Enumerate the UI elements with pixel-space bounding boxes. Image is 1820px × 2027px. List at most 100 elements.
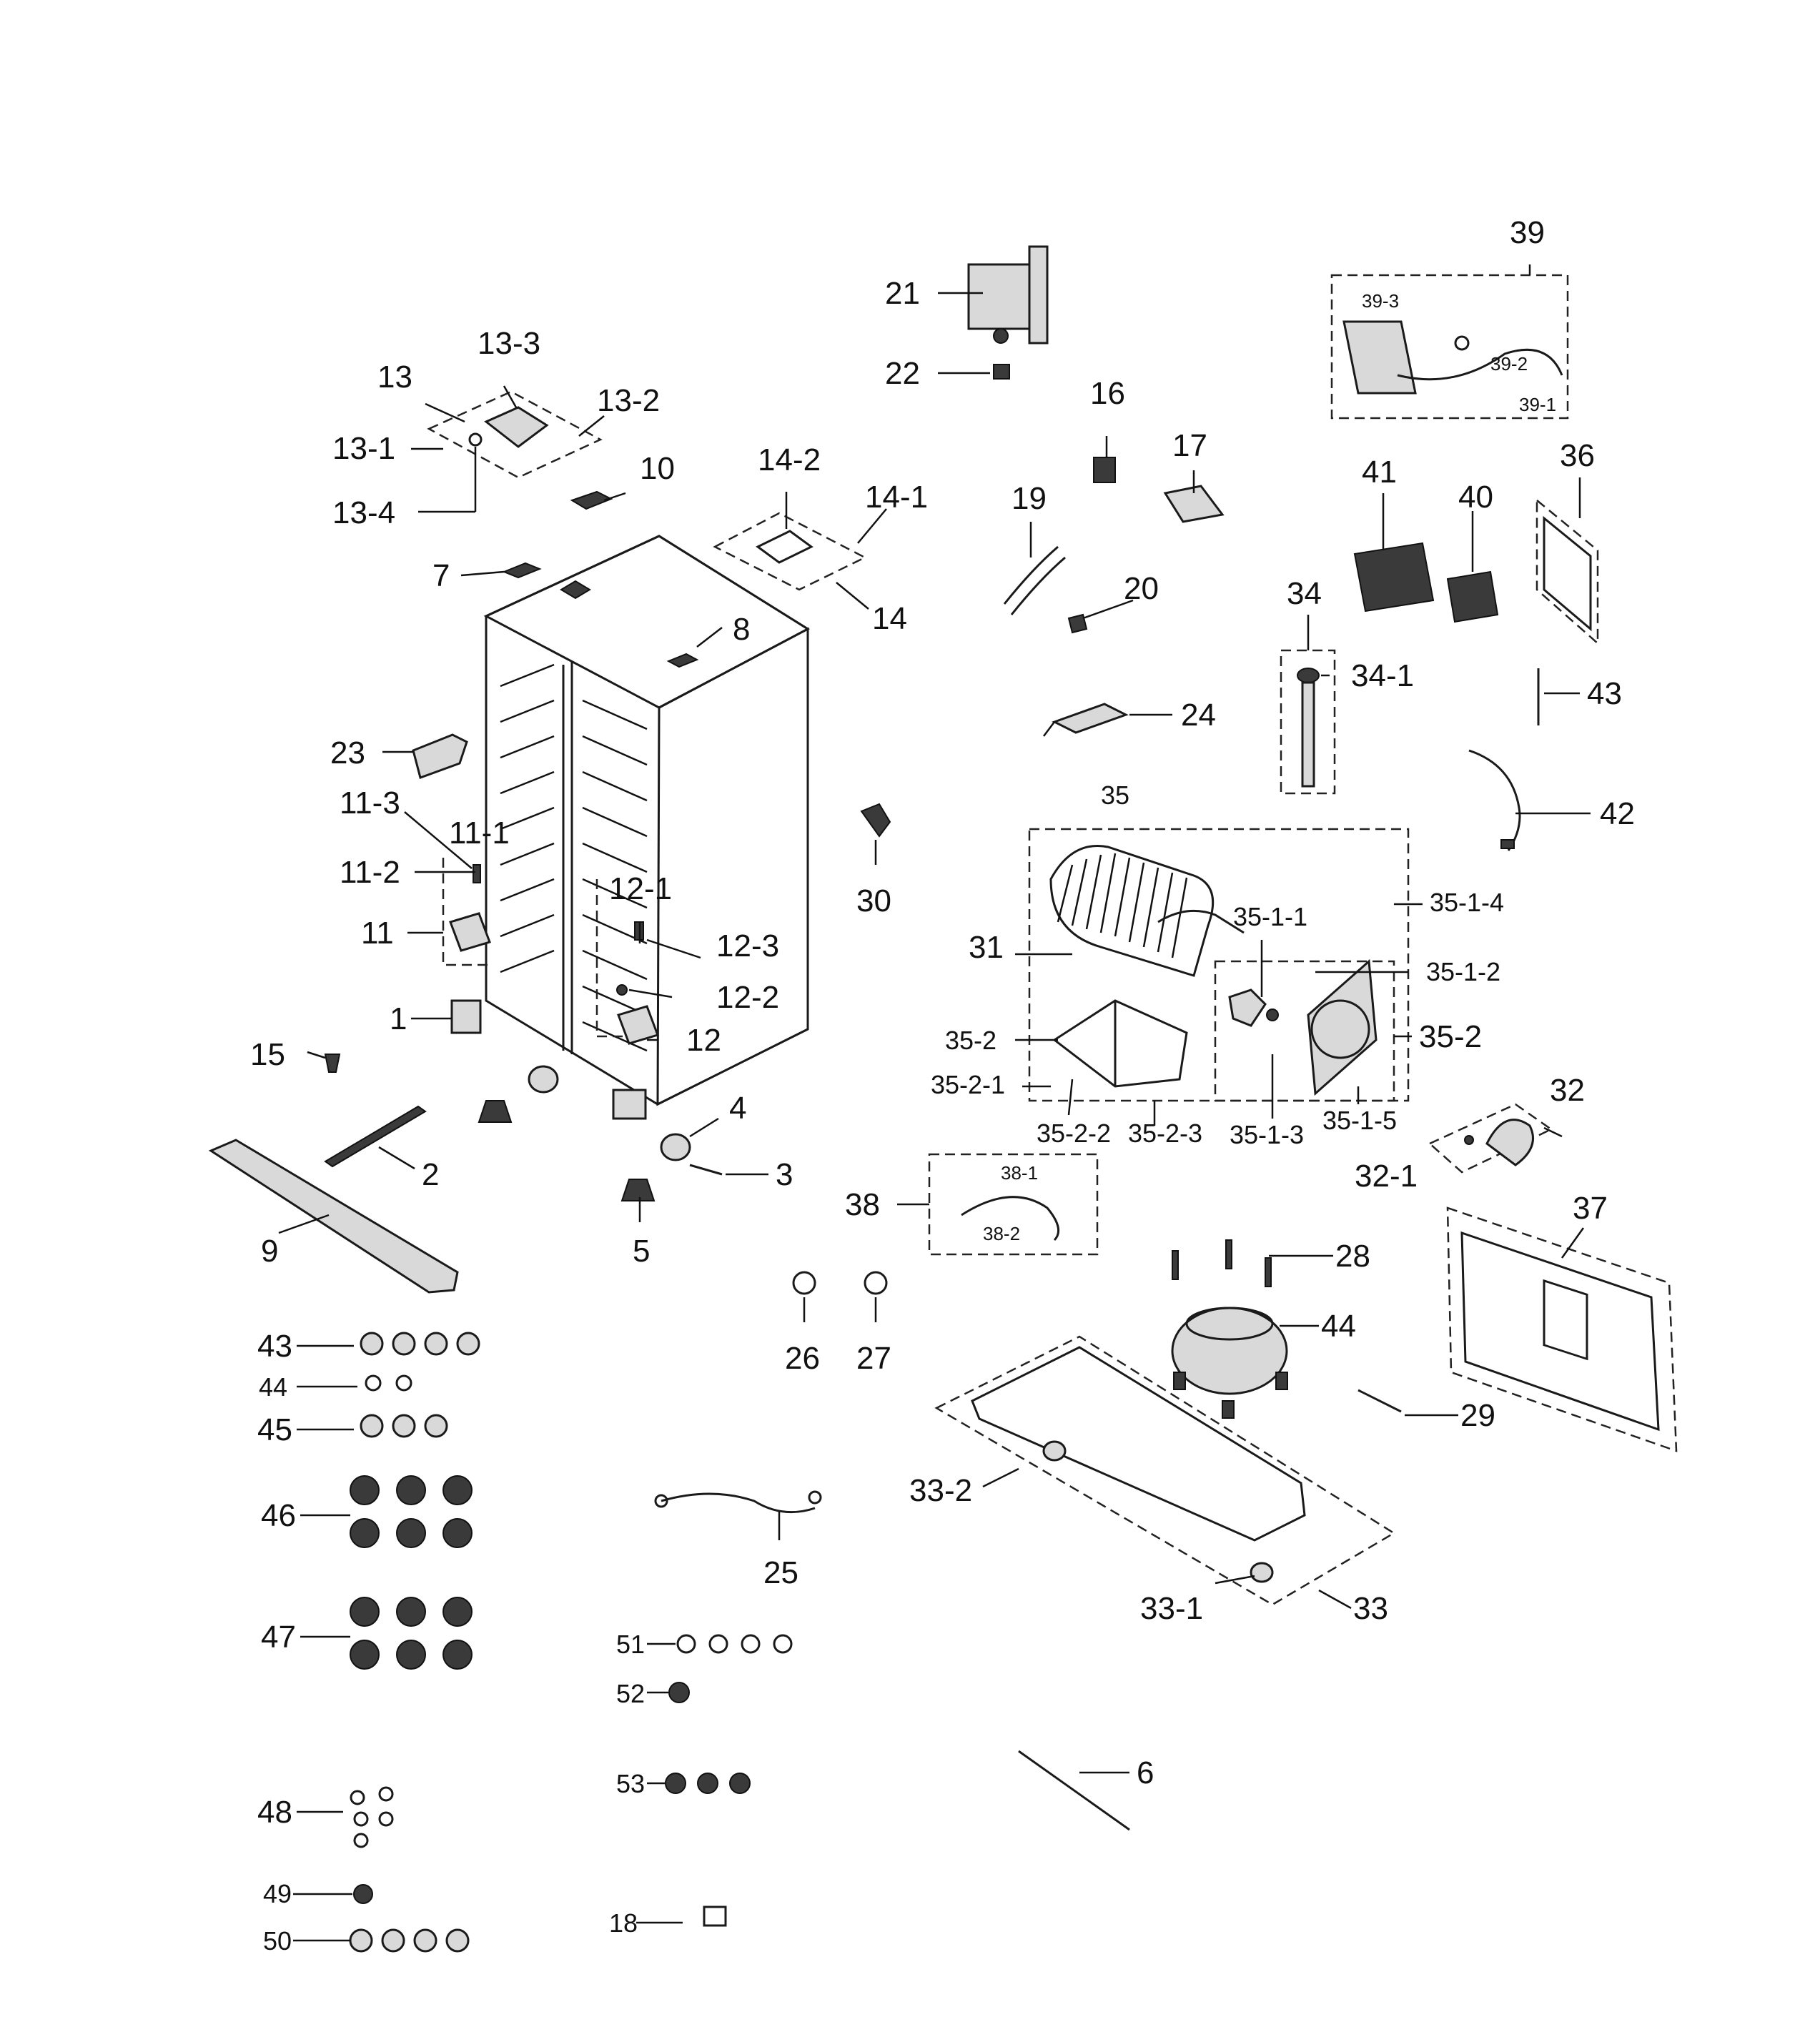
screw-group-43 bbox=[360, 1332, 480, 1356]
part-32-box bbox=[1428, 1103, 1553, 1174]
label-30: 30 bbox=[856, 883, 891, 918]
label-12-1: 12-1 bbox=[609, 871, 672, 906]
part-17-holder bbox=[1163, 485, 1225, 523]
part-12-hinge bbox=[616, 921, 659, 1045]
part-35-condenser bbox=[1049, 845, 1245, 977]
part-15-screw bbox=[324, 1054, 341, 1073]
screw-group-49 bbox=[353, 1884, 373, 1904]
label-24: 24 bbox=[1181, 698, 1216, 733]
part-8-hinge bbox=[666, 653, 699, 668]
part-37-back-cover bbox=[1446, 1206, 1678, 1452]
screw-group-51 bbox=[676, 1634, 793, 1654]
label-9: 9 bbox=[261, 1234, 278, 1269]
label-35-1-1: 35-1-1 bbox=[1233, 902, 1307, 931]
part-34-box bbox=[1280, 649, 1336, 795]
part-16-holder bbox=[1093, 457, 1116, 483]
label-39: 39 bbox=[1510, 215, 1545, 250]
part-28-bolts bbox=[1172, 1239, 1272, 1287]
label-4: 4 bbox=[729, 1091, 746, 1126]
label-40: 40 bbox=[1458, 480, 1493, 515]
label-8: 8 bbox=[733, 612, 750, 647]
screw-group-47 bbox=[350, 1597, 473, 1670]
label-42: 42 bbox=[1600, 796, 1635, 831]
part-24-heater bbox=[1043, 703, 1129, 737]
label-11-2: 11-2 bbox=[340, 855, 400, 890]
screw-group-46 bbox=[350, 1475, 473, 1548]
part-22-nut bbox=[993, 364, 1010, 380]
part-6-rod bbox=[1018, 1750, 1130, 1831]
part-11-box bbox=[442, 858, 490, 966]
part-35-1-fan bbox=[1228, 958, 1378, 1096]
label-34: 34 bbox=[1287, 576, 1322, 611]
label-41: 41 bbox=[1362, 455, 1397, 490]
part-21-water-valve bbox=[967, 245, 1049, 345]
label-35: 35 bbox=[1101, 780, 1129, 810]
screw-group-44 bbox=[365, 1374, 412, 1392]
label-22: 22 bbox=[885, 356, 920, 391]
label-5: 5 bbox=[633, 1234, 650, 1269]
part-labels: 21 22 39 39-3 39-2 39-1 13-3 13 13-2 13-… bbox=[250, 215, 1635, 1956]
part-39-harness bbox=[1342, 320, 1563, 395]
part-38-wire bbox=[961, 1196, 1060, 1242]
label-13: 13 bbox=[377, 360, 412, 395]
label-1: 1 bbox=[390, 1001, 407, 1036]
part-27-spring bbox=[864, 1271, 888, 1295]
part-1-bracket bbox=[450, 999, 482, 1034]
label-44-left: 44 bbox=[259, 1372, 287, 1402]
leader-lines bbox=[278, 264, 1591, 1942]
label-48: 48 bbox=[257, 1795, 292, 1830]
label-35-2-1: 35-2-1 bbox=[931, 1070, 1005, 1099]
part-4-roller bbox=[660, 1133, 691, 1161]
label-38-2: 38-2 bbox=[983, 1223, 1020, 1244]
label-13-1: 13-1 bbox=[332, 431, 395, 466]
part-29-dryer bbox=[1357, 1389, 1402, 1413]
part-20-clip bbox=[1067, 613, 1088, 634]
label-26: 26 bbox=[785, 1341, 820, 1376]
label-31: 31 bbox=[969, 930, 1004, 965]
label-34-1: 34-1 bbox=[1351, 658, 1414, 693]
screw-group-53 bbox=[665, 1773, 751, 1794]
part-39-box bbox=[1330, 274, 1569, 420]
label-29: 29 bbox=[1460, 1398, 1495, 1433]
label-18: 18 bbox=[609, 1908, 638, 1938]
label-35-2-right: 35-2 bbox=[1419, 1019, 1482, 1054]
label-35-2-left: 35-2 bbox=[945, 1026, 996, 1055]
label-44-right: 44 bbox=[1321, 1309, 1356, 1344]
label-33: 33 bbox=[1353, 1591, 1388, 1626]
part-38-box bbox=[928, 1153, 1099, 1256]
label-21: 21 bbox=[885, 276, 920, 311]
label-13-2: 13-2 bbox=[597, 383, 660, 418]
part-12-box bbox=[595, 879, 640, 1038]
label-36: 36 bbox=[1560, 438, 1595, 473]
label-16: 16 bbox=[1090, 376, 1125, 411]
label-11-3: 11-3 bbox=[340, 785, 400, 821]
label-53: 53 bbox=[616, 1769, 645, 1798]
label-47: 47 bbox=[261, 1620, 296, 1655]
label-38: 38 bbox=[845, 1187, 880, 1222]
screw-group-45 bbox=[360, 1414, 448, 1438]
part-25-wire bbox=[654, 1490, 822, 1514]
label-35-1-4: 35-1-4 bbox=[1430, 888, 1504, 917]
label-39-1: 39-1 bbox=[1519, 394, 1556, 415]
part-14-box bbox=[713, 512, 867, 591]
label-39-2: 39-2 bbox=[1490, 353, 1528, 375]
label-12-2: 12-2 bbox=[716, 980, 779, 1015]
label-35-2-2: 35-2-2 bbox=[1037, 1119, 1111, 1148]
label-35-1-5: 35-1-5 bbox=[1322, 1106, 1397, 1135]
label-14-1: 14-1 bbox=[865, 480, 928, 515]
label-49: 49 bbox=[263, 1879, 292, 1908]
part-35-1-box bbox=[1214, 960, 1395, 1102]
part-42-wire bbox=[1468, 749, 1521, 851]
part-3-pin bbox=[689, 1164, 723, 1176]
label-14-2: 14-2 bbox=[758, 442, 821, 477]
label-12: 12 bbox=[686, 1023, 721, 1058]
label-20: 20 bbox=[1124, 571, 1159, 606]
part-33-base bbox=[934, 1335, 1396, 1606]
label-12-3: 12-3 bbox=[716, 928, 779, 963]
label-52: 52 bbox=[616, 1679, 645, 1708]
part-30-clip bbox=[860, 803, 891, 838]
screw-group-48 bbox=[350, 1786, 394, 1848]
part-34-drain-tube bbox=[1297, 668, 1320, 788]
screw-group-50 bbox=[349, 1928, 470, 1953]
label-33-1: 33-1 bbox=[1140, 1591, 1203, 1626]
